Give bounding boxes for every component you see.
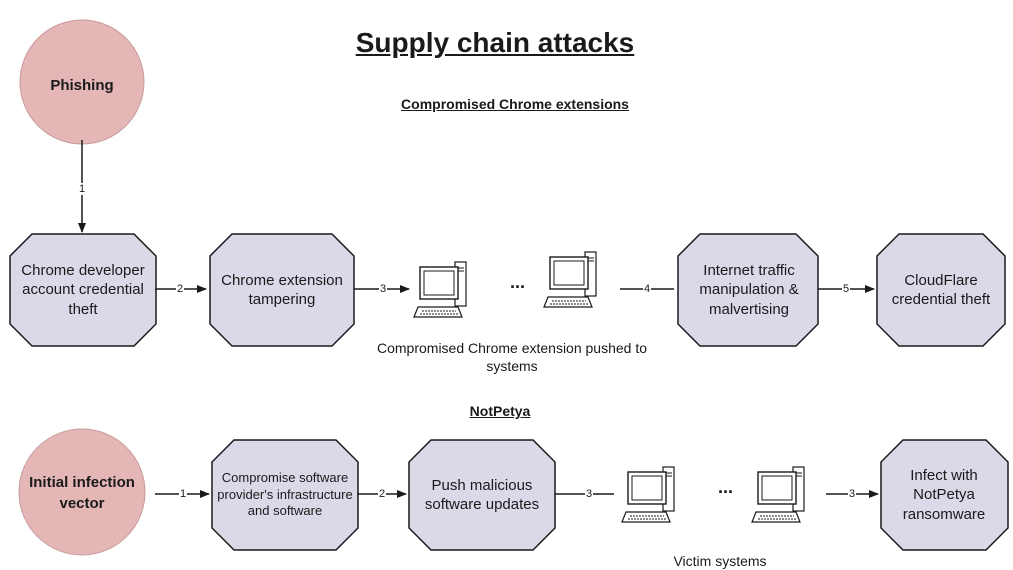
caption-compromised-extension: Compromised Chrome extension pushed to s… xyxy=(376,340,648,375)
caption-victim-systems: Victim systems xyxy=(673,553,767,569)
edge-label: 2 xyxy=(378,488,387,500)
node-phishing: Phishing xyxy=(50,76,114,94)
edge-label: 3 xyxy=(585,488,594,500)
edge-label: 1 xyxy=(78,183,87,195)
edge-label: 5 xyxy=(842,283,851,295)
node-infect-with-notpetya: Infect with NotPetya ransomware xyxy=(902,466,986,523)
node-chrome-extension-tampering: Chrome extension tampering xyxy=(221,271,343,309)
computer-icon xyxy=(621,466,675,523)
edge-label: 3 xyxy=(848,488,857,500)
computer-icon xyxy=(751,466,805,523)
node-internet-traffic-manipulation: Internet traffic manipulation & malverti… xyxy=(699,261,799,318)
chrome-extension-tampering-box xyxy=(209,233,355,347)
initial-infection-vector-circle xyxy=(18,428,146,556)
node-push-malicious-updates: Push malicious software updates xyxy=(424,476,540,514)
internet-traffic-manipulation-box xyxy=(677,233,819,347)
page-title: Supply chain attacks xyxy=(355,27,635,58)
node-compromise-software-provider: Compromise software provider's infrastru… xyxy=(217,469,353,519)
node-initial-infection-vector: Initial infection vector xyxy=(29,474,135,512)
node-cloudflare-credential-theft: CloudFlare credential theft xyxy=(891,271,991,309)
node-chrome-developer-credential-theft: Chrome developer account credential thef… xyxy=(21,261,145,318)
computer-icon xyxy=(413,261,467,318)
section-heading-chrome: Compromised Chrome extensions xyxy=(401,96,629,112)
edge-label: 3 xyxy=(379,283,388,295)
edge-label: 2 xyxy=(176,283,185,295)
ellipsis: ... xyxy=(718,477,734,497)
chrome-developer-credential-theft-box xyxy=(9,233,157,347)
infect-with-notpetya-box xyxy=(880,439,1009,551)
edge-label: 1 xyxy=(179,488,188,500)
edge-label: 4 xyxy=(643,283,652,295)
section-heading-notpetya: NotPetya xyxy=(469,403,531,419)
ellipsis: ... xyxy=(510,272,526,292)
computer-icon xyxy=(543,251,597,308)
compromise-software-provider-box xyxy=(211,439,359,551)
push-malicious-updates-box xyxy=(408,439,556,551)
cloudflare-credential-theft-box xyxy=(876,233,1006,347)
